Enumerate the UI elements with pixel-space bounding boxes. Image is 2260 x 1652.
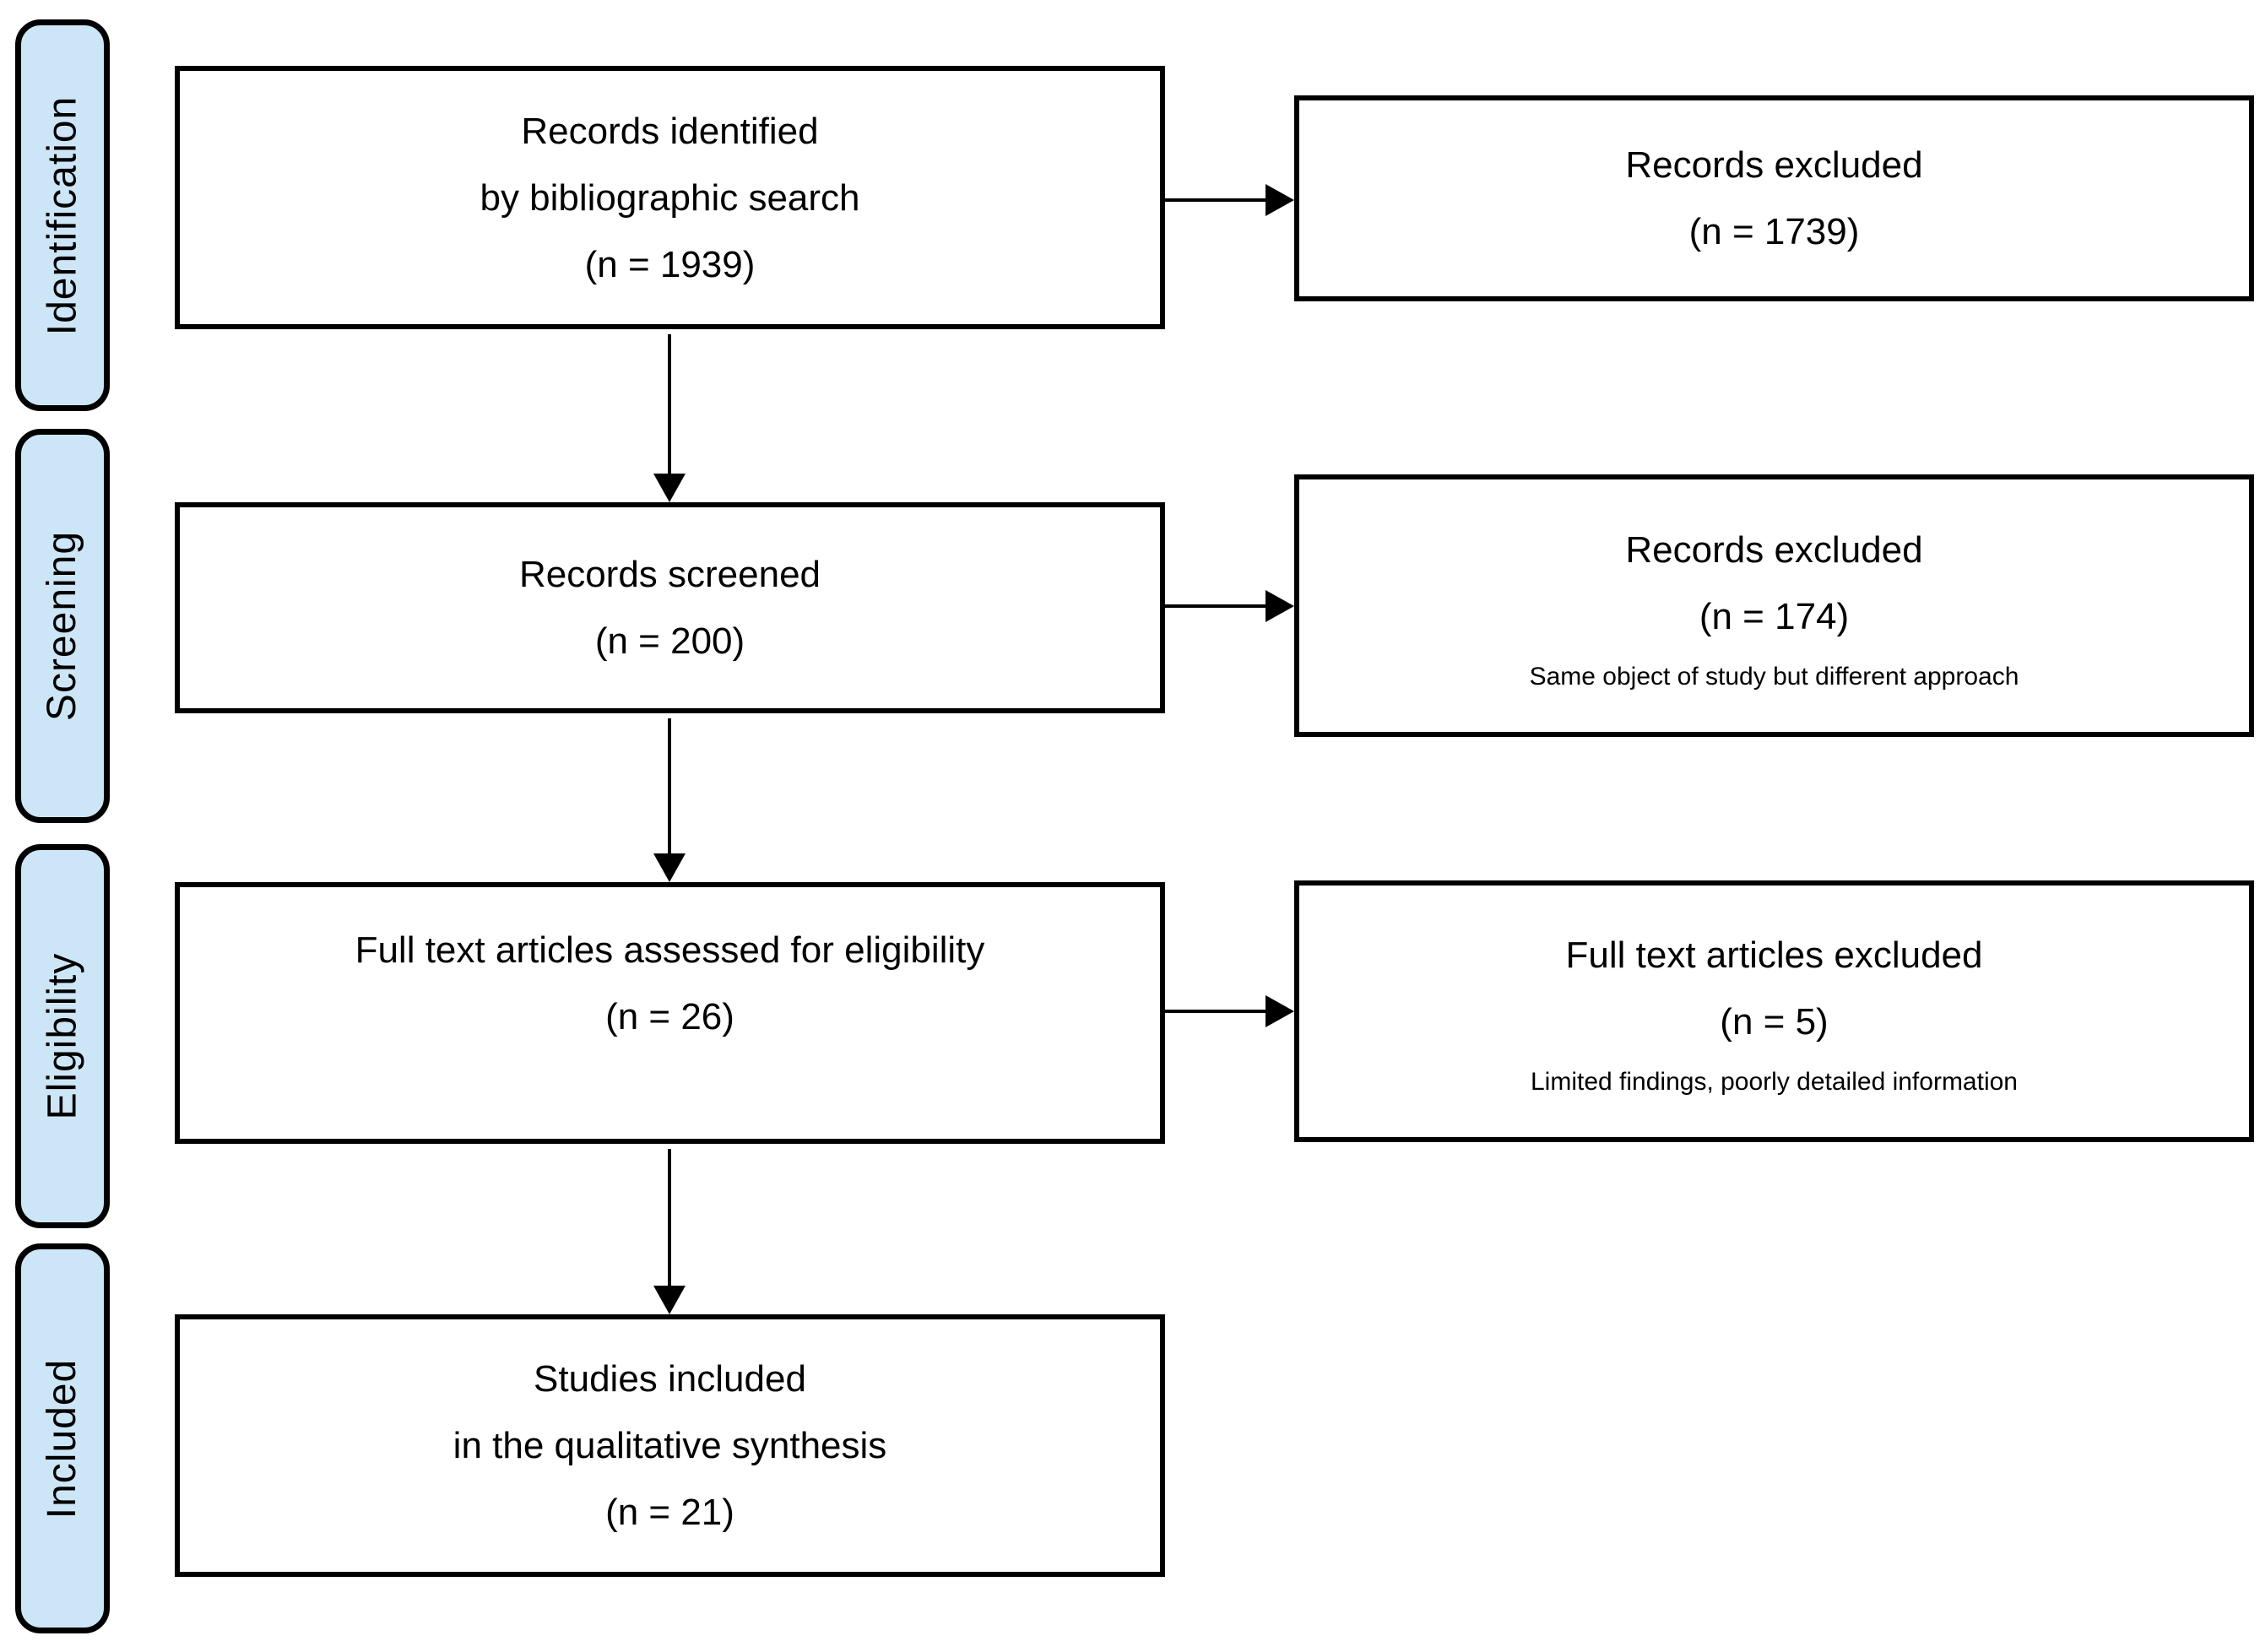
box-records-excluded: Records excluded (n = 1739) [1294,95,2254,301]
box-records-screened-count: (n = 200) [594,620,745,662]
arrow-shaft [1163,604,1269,608]
box-studies-included-line2: in the qualitative synthesis [453,1425,887,1466]
arrow-shaft [668,334,671,477]
box-fulltext-excluded-note: Limited findings, poorly detailed inform… [1531,1068,2018,1096]
box-screened-excluded: Records excluded (n = 174) Same object o… [1294,474,2254,737]
arrow-shaft [1163,198,1269,202]
box-records-identified: Records identified by bibliographic sear… [175,66,1165,329]
box-records-screened-line1: Records screened [518,554,821,595]
stage-included: Included [15,1243,110,1633]
stage-identification-label: Identification [40,95,85,335]
box-records-excluded-line1: Records excluded [1625,144,1923,186]
box-studies-included-line1: Studies included [534,1358,806,1400]
arrow-right-head-icon [1265,184,1294,216]
box-records-identified-count: (n = 1939) [584,243,756,285]
stage-identification: Identification [15,19,110,411]
arrow-down-head-icon [653,474,686,502]
box-fulltext-excluded: Full text articles excluded (n = 5) Limi… [1294,880,2254,1142]
arrow-fulltext-to-excluded [1163,993,1294,1030]
box-screened-excluded-count: (n = 174) [1699,595,1850,637]
box-fulltext-excluded-count: (n = 5) [1720,1001,1829,1043]
box-fulltext-assessed-line1: Full text articles assessed for eligibil… [355,929,985,971]
box-screened-excluded-line1: Records excluded [1625,528,1923,571]
stage-eligibility: Eligibility [15,844,110,1228]
stage-screening-label: Screening [40,530,85,722]
box-records-identified-line1: Records identified [521,110,819,152]
arrow-right-head-icon [1265,590,1294,622]
arrow-shaft [1163,1010,1269,1013]
box-records-screened: Records screened (n = 200) [175,502,1165,713]
arrow-screened-to-fulltext [651,718,688,882]
stage-included-label: Included [40,1358,85,1519]
box-fulltext-assessed: Full text articles assessed for eligibil… [175,882,1165,1144]
arrow-right-head-icon [1265,995,1294,1027]
stage-eligibility-label: Eligibility [40,952,85,1120]
box-records-excluded-count: (n = 1739) [1688,211,1860,252]
arrow-screened-to-excluded [1163,588,1294,625]
box-records-identified-line2: by bibliographic search [480,176,860,219]
arrow-fulltext-to-included [651,1149,688,1314]
arrow-down-head-icon [653,1286,686,1314]
arrow-shaft [668,1149,671,1289]
box-studies-included: Studies included in the qualitative synt… [175,1314,1165,1577]
arrow-identified-to-excluded [1163,181,1294,219]
box-fulltext-assessed-count: (n = 26) [605,996,734,1037]
box-studies-included-count: (n = 21) [605,1492,734,1533]
box-fulltext-excluded-line1: Full text articles excluded [1565,934,1983,976]
box-screened-excluded-note: Same object of study but different appro… [1529,662,2019,691]
arrow-shaft [668,718,671,857]
arrow-identified-to-screened [651,334,688,502]
arrow-down-head-icon [653,853,686,882]
stage-screening: Screening [15,429,110,823]
